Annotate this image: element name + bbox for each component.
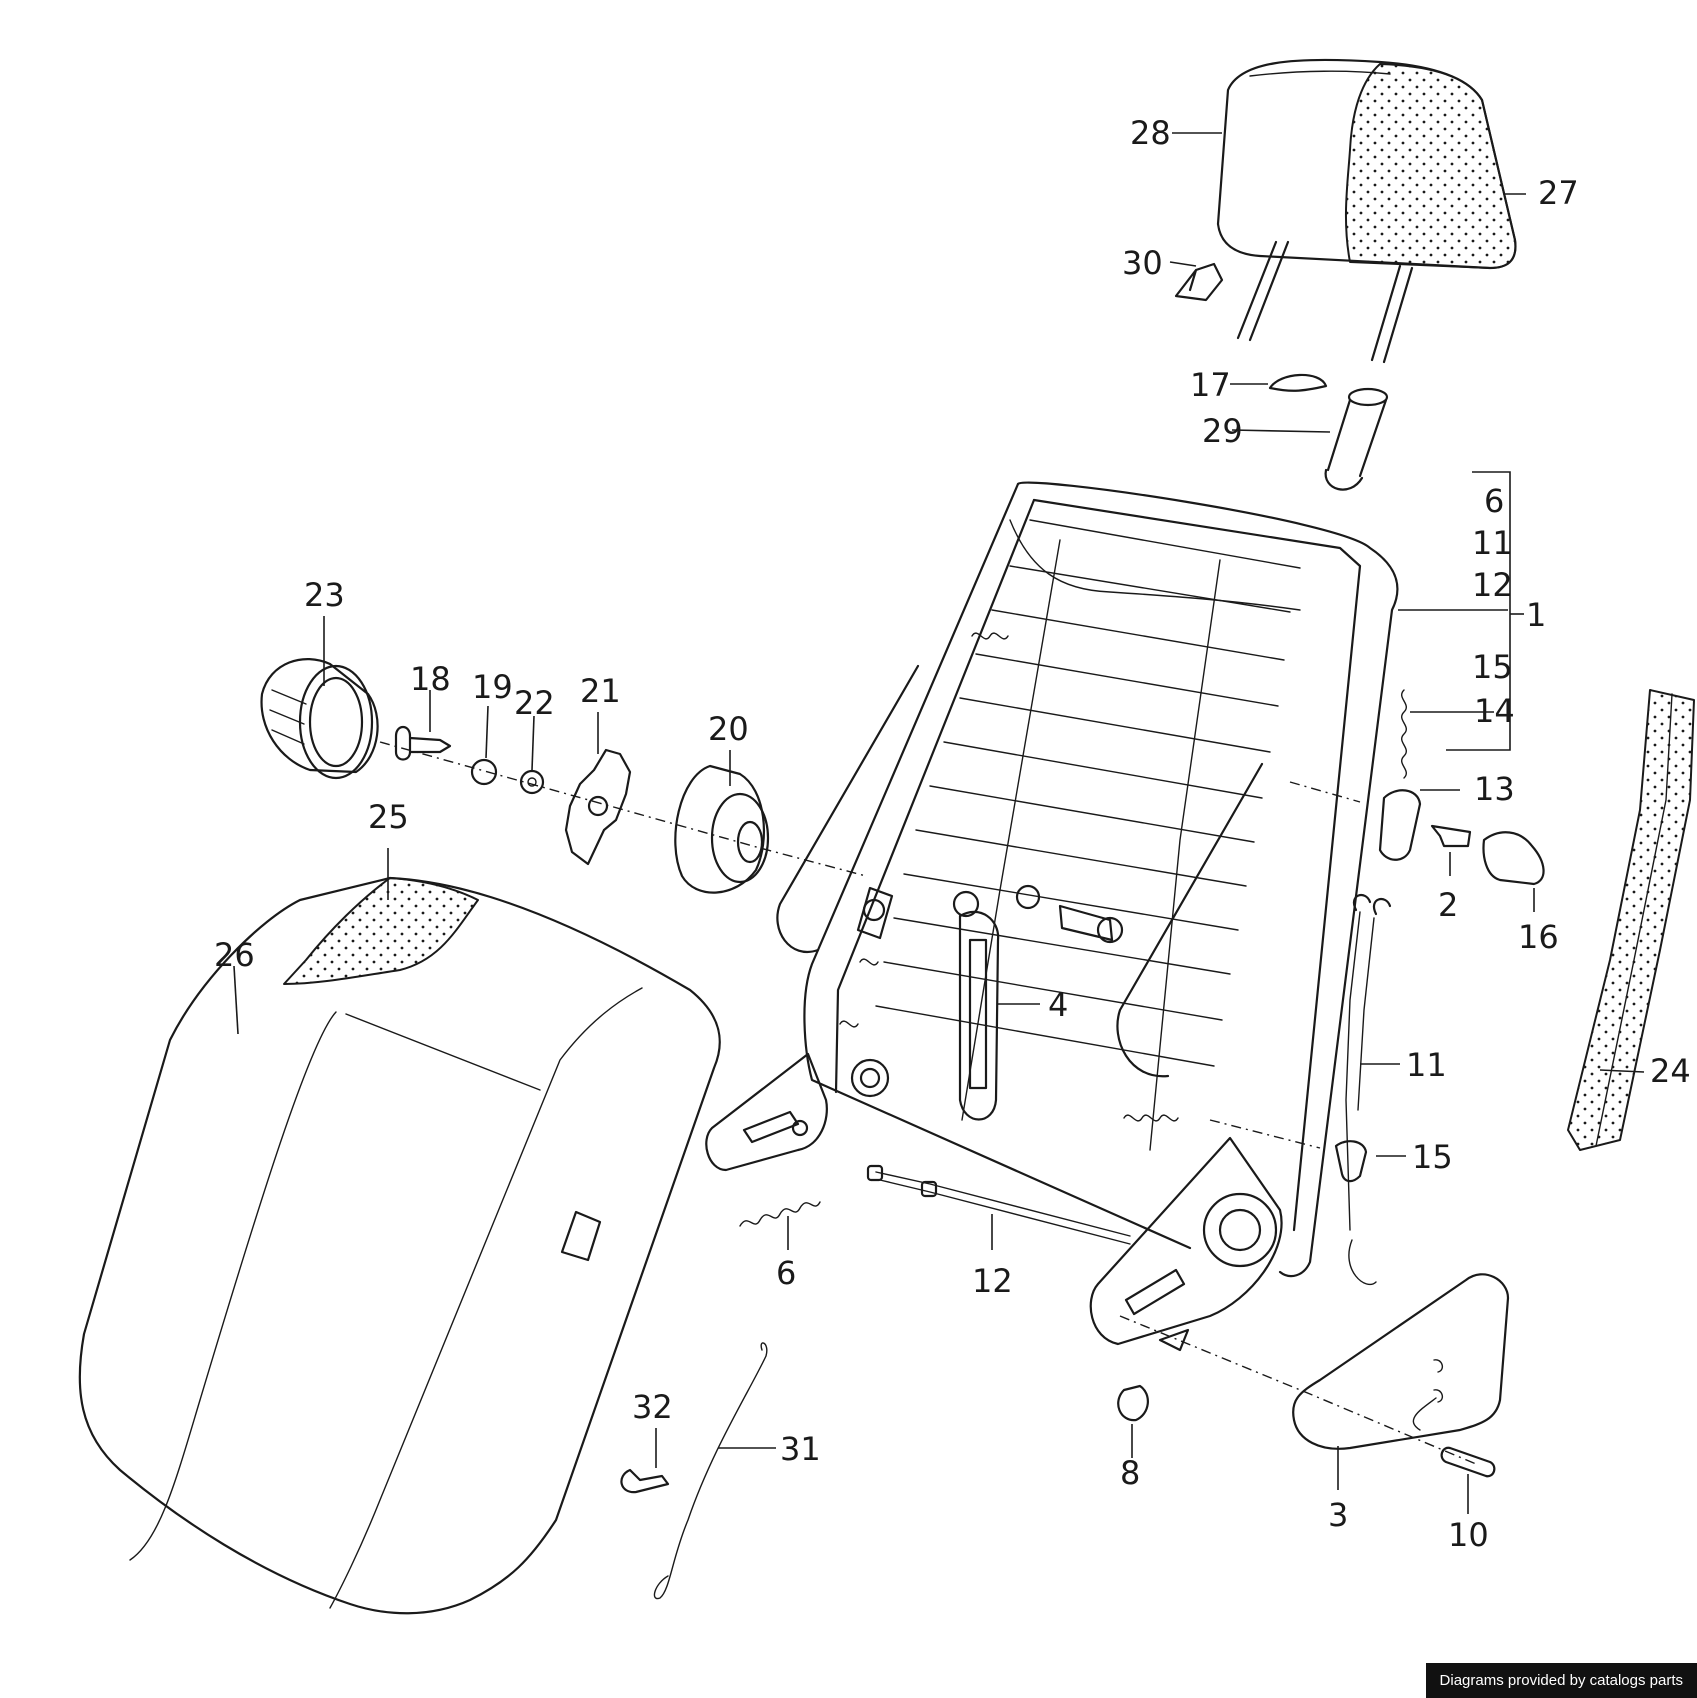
spring-6 [739, 1201, 821, 1227]
callout-29: 29 [1202, 412, 1243, 450]
watermark-credit: Diagrams provided by catalogs parts [1425, 1663, 1697, 1698]
callout-25: 25 [368, 798, 409, 836]
callout-26: 26 [214, 936, 255, 974]
headrest-clip-30 [1174, 262, 1224, 302]
callout-2: 2 [1438, 886, 1458, 924]
callout-27: 27 [1538, 174, 1579, 212]
washer-19 [470, 758, 498, 786]
callout-12-rod: 12 [972, 1262, 1013, 1300]
cover-plate-3 [1292, 1273, 1510, 1450]
callout-1: 1 [1526, 596, 1546, 634]
seat-back-cover [78, 876, 721, 1615]
cap-15 [1334, 1140, 1368, 1183]
spring-14 [1401, 689, 1407, 779]
callout-24: 24 [1650, 1052, 1691, 1090]
callout-19: 19 [472, 668, 513, 706]
callout-8: 8 [1120, 1454, 1140, 1492]
headrest-guide-29 [1324, 387, 1389, 491]
callout-17: 17 [1190, 366, 1231, 404]
callout-labels: 28 27 30 17 29 6 11 12 1 15 14 13 2 16 2… [214, 114, 1691, 1554]
callout-6-spring: 6 [776, 1254, 796, 1292]
callout-15-cap: 15 [1412, 1138, 1453, 1176]
callout-11-cable: 11 [1406, 1046, 1447, 1084]
pin-10 [1440, 1446, 1496, 1478]
callout-10: 10 [1448, 1516, 1489, 1554]
callout-18: 18 [410, 660, 451, 698]
callout-31: 31 [780, 1430, 821, 1468]
callout-11: 11 [1472, 524, 1513, 562]
callout-23: 23 [304, 576, 345, 614]
leader-lines [233, 132, 1645, 1514]
clip-8 [1117, 1384, 1149, 1422]
washer-22 [519, 769, 545, 795]
callout-13: 13 [1474, 770, 1515, 808]
cap-13 [1378, 789, 1422, 861]
knob-16 [1482, 831, 1545, 886]
recliner-bracket-left [705, 1052, 890, 1172]
callout-28: 28 [1130, 114, 1171, 152]
callout-30: 30 [1122, 244, 1163, 282]
callout-3: 3 [1328, 1496, 1348, 1534]
screw-18 [394, 725, 452, 761]
part-17 [1268, 373, 1328, 392]
gear-21 [564, 748, 632, 866]
clip-2 [1430, 824, 1472, 848]
callout-14: 14 [1474, 692, 1515, 730]
callout-4: 4 [1048, 986, 1068, 1024]
assembly-centerline [379, 741, 867, 877]
cable-11 [1345, 911, 1377, 1285]
cable-31 [653, 1342, 768, 1600]
headrest [1216, 58, 1517, 364]
spring-frame-3 [859, 958, 879, 966]
callout-16: 16 [1518, 918, 1559, 956]
rod-12 [875, 1171, 1131, 1245]
callout-32: 32 [632, 1388, 673, 1426]
recliner-bracket-right [1089, 1136, 1283, 1352]
group-bracket-1 [1446, 471, 1511, 751]
spring-frame-2 [1123, 1114, 1179, 1122]
callout-20: 20 [708, 710, 749, 748]
callout-6: 6 [1484, 482, 1504, 520]
spring-frame-4 [839, 1020, 859, 1028]
knob-23 [260, 658, 379, 780]
callout-21: 21 [580, 672, 621, 710]
callout-12: 12 [1472, 566, 1513, 604]
clip-32 [620, 1468, 670, 1494]
adjuster-link-4 [856, 884, 1124, 1121]
callout-15: 15 [1472, 648, 1513, 686]
trim-strip-24 [1567, 689, 1695, 1151]
spring-frame-1 [971, 632, 1009, 640]
seat-back-frame [776, 481, 1399, 1278]
bushing-20 [674, 764, 770, 894]
callout-22: 22 [514, 684, 555, 722]
